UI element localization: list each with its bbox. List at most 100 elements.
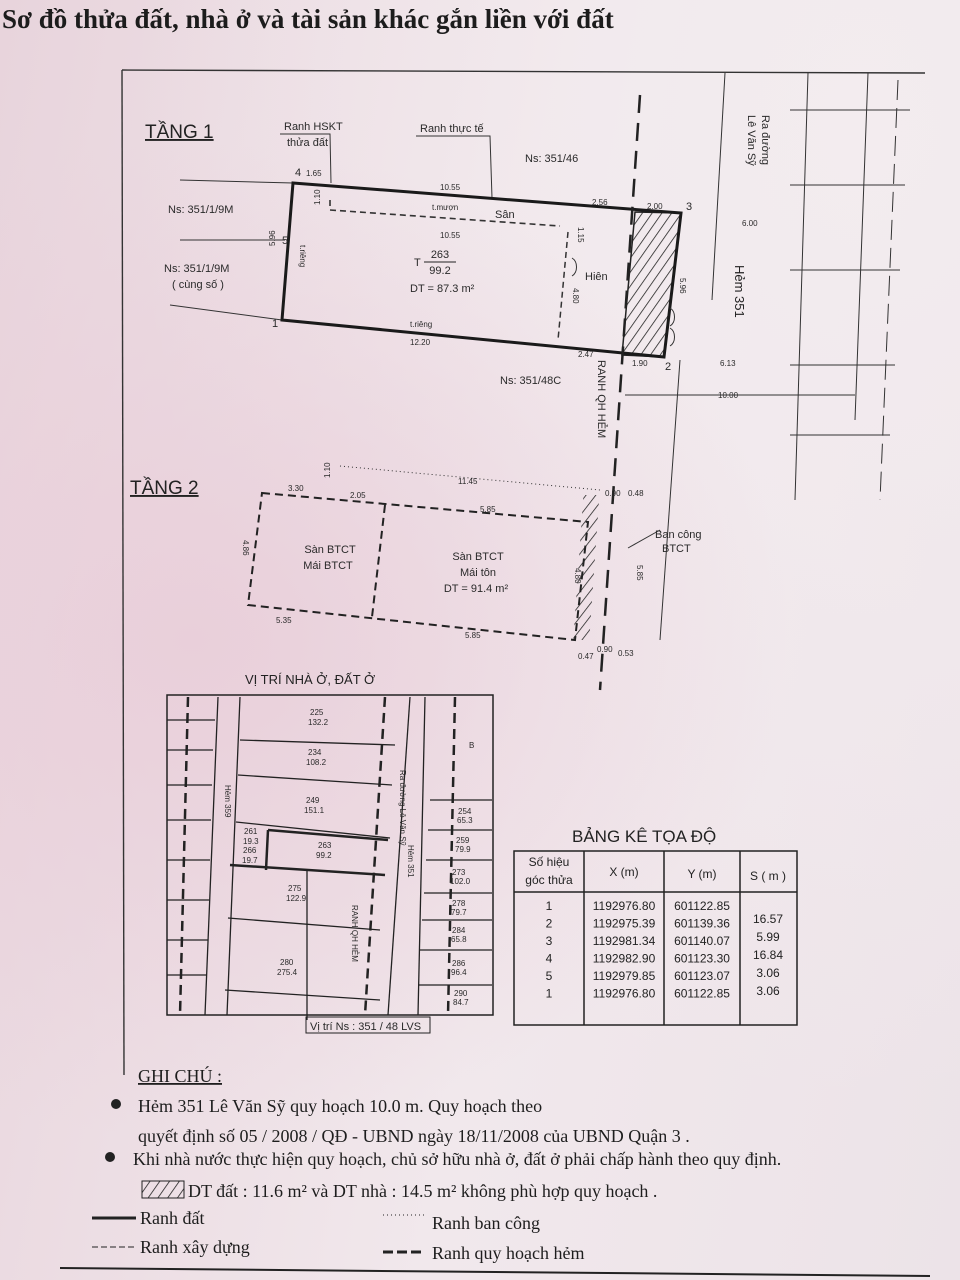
san-label: Sân <box>495 209 515 221</box>
dim: 1.10 <box>323 462 332 478</box>
dim: 4.86 <box>241 540 250 556</box>
dim: 4.80 <box>571 288 580 304</box>
table-cell-id: 1 <box>546 987 553 1001</box>
table-cell-y: 601122.85 <box>674 899 730 913</box>
label: 273 <box>452 868 466 877</box>
label: 122.9 <box>286 894 307 903</box>
street-label: B <box>469 741 474 750</box>
street-label: RANH QH HẺM <box>350 905 359 962</box>
label: 79.9 <box>455 845 471 854</box>
corner-1: 1 <box>272 318 278 330</box>
label: 278 <box>452 899 466 908</box>
table-cell-s: 16.57 <box>753 912 783 926</box>
label: 284 <box>452 926 466 935</box>
floor1-heading: TẦNG 1 <box>145 121 214 143</box>
dim: 5.85 <box>635 565 644 581</box>
neighbor-left-top: Ns: 351/1/9M <box>168 204 233 216</box>
table-cell-x: 1192976.80 <box>593 899 656 913</box>
hien-label: Hiên <box>585 271 608 283</box>
corner-5: 5 <box>282 235 288 247</box>
label: 65.3 <box>457 816 473 825</box>
t-rieng-label: t.riêng <box>298 245 307 267</box>
label: 280 <box>280 958 294 967</box>
legend-ranh-dat: Ranh đất <box>140 1208 205 1228</box>
frame <box>121 69 926 1076</box>
dim: 1.90 <box>632 359 648 368</box>
note-3: Khi nhà nước thực hiện quy hoạch, chủ sở… <box>133 1149 781 1169</box>
table-cell-y: 601122.85 <box>674 987 730 1001</box>
left-room-roof: Mái BTCT <box>303 560 353 572</box>
document-title: Sơ đồ thửa đất, nhà ở và tài sản khác gắ… <box>2 4 614 34</box>
location-heading: VỊ TRÍ NHÀ Ở, ĐẤT Ở <box>245 672 375 687</box>
table-cell-x: 1192976.80 <box>593 987 656 1001</box>
table-cell-id: 3 <box>546 934 553 948</box>
table-cell-x: 1192975.39 <box>593 917 656 931</box>
legend-ranh-qh-hem: Ranh quy hoạch hẻm <box>432 1243 584 1263</box>
table-cell-y: 601140.07 <box>674 934 730 948</box>
floor2-area: DT = 91.4 m² <box>444 583 509 595</box>
right-room-roof: Mái tôn <box>460 567 496 579</box>
coordinate-table: BẢNG KÊ TỌA ĐỘ Số hiệu góc thửa X (m) Y … <box>513 827 798 1026</box>
table-cell-s: 3.06 <box>756 984 780 998</box>
table-cell-id: 5 <box>546 969 553 983</box>
dim: 4.80 <box>573 568 582 584</box>
label: 96.4 <box>451 968 467 977</box>
dim: 1.15 <box>576 227 585 243</box>
table-cell-s: 5.99 <box>756 930 780 944</box>
table-cell-y: 601139.36 <box>674 917 730 931</box>
dim: 0.90 <box>605 489 621 498</box>
t-rieng-label: t.riêng <box>410 320 432 329</box>
parcel-prefix: T <box>414 257 421 269</box>
location-map: VỊ TRÍ NHÀ Ở, ĐẤT Ở Hẻm 359 Ra đường Lê … <box>166 672 494 1034</box>
floor1-area: DT = 87.3 m² <box>410 283 475 295</box>
label: 286 <box>452 959 466 968</box>
ra-duong-label: Ra đường <box>759 115 771 165</box>
dim: 12.20 <box>410 338 431 347</box>
t-muon-label: t.mượn <box>432 203 458 212</box>
table-cell-s: 16.84 <box>753 948 783 962</box>
dim: 2.00 <box>647 202 663 211</box>
dim: 5.35 <box>276 616 292 625</box>
dim: 3.30 <box>288 484 304 493</box>
header-s: S ( m ) <box>750 869 786 883</box>
right-room-label: Sàn BTCT <box>452 551 504 563</box>
table-heading: BẢNG KÊ TỌA ĐỘ <box>572 827 716 846</box>
label: 290 <box>454 989 468 998</box>
label: 254 <box>458 807 472 816</box>
dim: 0.53 <box>618 649 634 658</box>
table-cell-id: 4 <box>546 952 553 966</box>
dim: 11.45 <box>458 477 478 486</box>
dim: 6.00 <box>742 219 758 228</box>
left-room-label: Sàn BTCT <box>304 544 356 556</box>
note-2: quyết định số 05 / 2008 / QĐ - UBND ngày… <box>138 1126 690 1146</box>
parcel-number: 263 <box>431 249 449 261</box>
street-label: Hẻm 359 <box>223 785 232 818</box>
label: 261 <box>244 827 258 836</box>
label: 132.2 <box>308 718 329 727</box>
ranh-hskt-label: Ranh HSKT <box>284 121 343 133</box>
corner-2: 2 <box>665 361 671 373</box>
label: 275.4 <box>277 968 298 977</box>
balcony-label: Ban công <box>655 529 701 541</box>
table-cell-id: 2 <box>546 917 553 931</box>
table-cell-id: 1 <box>546 899 553 913</box>
dim: 5.96 <box>268 230 277 246</box>
legend-ranh-ban-cong: Ranh ban công <box>432 1213 540 1233</box>
table-cell-y: 601123.07 <box>674 969 730 983</box>
table-cell-y: 601123.30 <box>674 952 730 966</box>
dim: 10.55 <box>440 231 461 240</box>
ranh-qh-hem-label: RANH QH HẺM <box>595 360 608 438</box>
neighbor-left-note: ( cùng số ) <box>172 279 224 291</box>
floor1-plan: TẦNG 1 Ranh HSKT thửa đất Ranh thực tế N… <box>145 72 910 691</box>
label: 84.7 <box>453 998 469 1007</box>
parcel-area: 99.2 <box>429 265 450 277</box>
corner-4: 4 <box>295 167 301 179</box>
label: 234 <box>308 748 322 757</box>
hem-351-label: Hẻm 351 <box>732 265 747 318</box>
floor2-plan: TẦNG 2 Ban công BTCT Sàn BTCT Mái BTCT S… <box>130 462 701 661</box>
label: 102.0 <box>450 877 471 886</box>
dim: 1.65 <box>306 169 322 178</box>
